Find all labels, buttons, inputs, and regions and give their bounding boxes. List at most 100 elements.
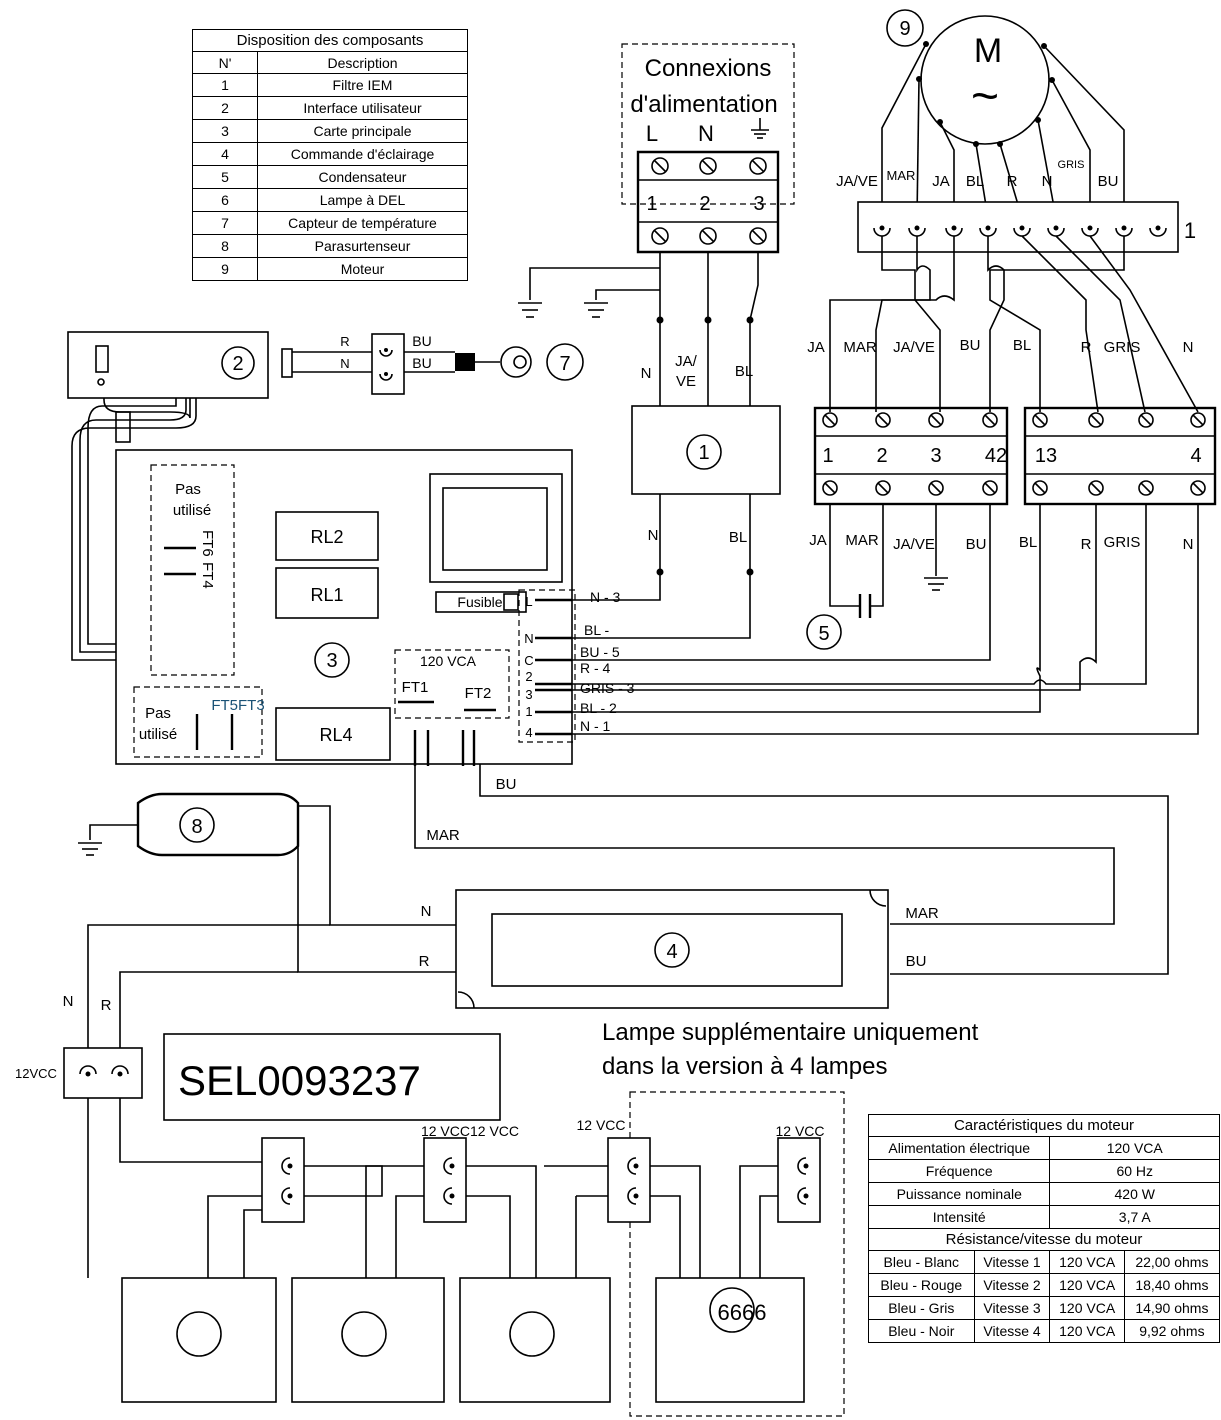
light-bu: BU [906, 953, 927, 970]
part-code: SEL0093237 [178, 1057, 421, 1104]
spec-key: Fréquence [867, 1159, 1051, 1183]
terminal-block-a: 1 2 3 42 [813, 406, 1009, 506]
relay-rl1 [275, 567, 379, 619]
res-ohm: 9,92 ohms [1123, 1319, 1221, 1343]
power-title-1: Connexions [645, 55, 772, 82]
lamp [459, 1277, 611, 1403]
power-wires: N JA/ VE BL [518, 252, 759, 410]
light-control-wires: BU MAR [414, 764, 1169, 975]
capacitor-num: 5 [818, 623, 829, 645]
motor-wire-label: N [1042, 173, 1053, 190]
pin: 4 [525, 725, 532, 740]
motor-tilde-icon: ~ [971, 70, 999, 123]
term-b-num: 4 [1190, 445, 1201, 467]
ft5ft3-label: FT5FT3 [211, 697, 264, 714]
bot-wire-label: N [1183, 536, 1194, 553]
term-a-num: 42 [985, 445, 1007, 467]
capacitor-icon [858, 594, 872, 618]
rl4-label: RL4 [319, 725, 352, 745]
mid-wire-label: BU [960, 337, 981, 354]
res-volt: 120 VCA [1049, 1319, 1125, 1343]
connector-socket-icon [281, 1157, 809, 1205]
surge-num: 8 [191, 816, 202, 838]
pin: 1 [525, 704, 532, 719]
rl1-label: RL1 [310, 585, 343, 605]
sensor-num: 7 [559, 353, 570, 375]
lamp-connector-main [63, 1047, 143, 1099]
pin-header [518, 589, 576, 743]
sensor-body [455, 353, 475, 371]
row-desc: Condensateur [257, 165, 468, 189]
bot-wire-label: GRIS [1104, 534, 1141, 551]
light-n: N [421, 903, 432, 920]
res-volt: 120 VCA [1049, 1273, 1125, 1297]
ground-icon [78, 842, 102, 856]
note-line-1: Lampe supplémentaire uniquement [602, 1019, 979, 1046]
sensor-ring-icon [500, 346, 532, 378]
bot-wire-label: BU [966, 536, 987, 553]
motor-wire-label: MAR [887, 168, 916, 183]
motor-wire-label: BU [1098, 173, 1119, 190]
motor-wire-label: JA [932, 173, 950, 190]
row-no: 2 [192, 96, 258, 120]
filter-in-bl: BL [735, 363, 753, 380]
pin-label: BL - [584, 622, 609, 638]
pin-label: BU - 5 [580, 644, 620, 660]
transformer [429, 473, 563, 583]
motor-wire-label: BL [966, 173, 984, 190]
spec-value: 3,7 A [1049, 1205, 1220, 1229]
vcc-label: 12 VCC [775, 1123, 824, 1139]
res-speed: Vitesse 4 [973, 1319, 1051, 1343]
motor-connector-strip [857, 201, 1179, 253]
surge-protector: 8 [78, 792, 456, 973]
connector-socket-icon [79, 1065, 129, 1077]
light-mar: MAR [905, 905, 939, 922]
bot-wire-label: MAR [845, 532, 879, 549]
spec-value: 60 Hz [1049, 1159, 1220, 1183]
motor-specs-table: Caractéristiques du moteur Alimentation … [867, 1114, 1221, 1343]
ft4-label: FT4 [199, 562, 216, 589]
relay-rl2 [275, 511, 379, 561]
term-b-num: 13 [1035, 445, 1057, 467]
motor-specs-title: Caractéristiques du moteur [868, 1114, 1220, 1137]
ft1-label: FT1 [402, 679, 429, 696]
row-desc: Carte principale [257, 119, 468, 143]
lamp [121, 1277, 277, 1403]
light-mar-top: MAR [426, 827, 460, 844]
pin: C [524, 653, 533, 668]
mid-wire-label: BL [1013, 337, 1031, 354]
mid-wire-label: R [1081, 339, 1092, 356]
light-control: 4 N R MAR BU [87, 889, 939, 1048]
mid-wire-label: MAR [843, 339, 877, 356]
ui-wire-n: N [340, 356, 349, 371]
pin-label: N - 1 [580, 718, 611, 734]
unused2-a: Pas [145, 705, 171, 722]
ground-icon [751, 118, 769, 139]
term-a-num: 1 [822, 445, 833, 467]
mid-wire-label: JA/VE [893, 339, 935, 356]
terminal-bottom-wires: JA MAR JA/VE BU BL R GRIS N 5 [572, 504, 1199, 735]
component-table-title: Disposition des composants [192, 29, 468, 52]
motor-to-terminal-wires: JA MAR JA/VE BU BL R GRIS N [807, 235, 1199, 413]
filter-in-jave-2: VE [676, 373, 696, 390]
row-desc: Interface utilisateur [257, 96, 468, 120]
motor-m: M [974, 32, 1002, 70]
unused1-b: utilisé [173, 502, 211, 519]
power-label-l: L [646, 121, 658, 146]
unused-zone-2 [133, 686, 263, 758]
ground-icon [924, 577, 948, 591]
row-desc: Lampe à DEL [257, 188, 468, 212]
light-bu-top: BU [496, 776, 517, 793]
light-num: 4 [666, 941, 677, 963]
ft6-label: FT6 [199, 530, 216, 557]
row-desc: Commande d'éclairage [257, 142, 468, 166]
power-term-2: 2 [699, 193, 710, 215]
ft2-label: FT2 [465, 685, 492, 702]
ui-wire-r: R [340, 334, 349, 349]
spec-key: Alimentation électrique [867, 1136, 1051, 1160]
lamp-led-icon [176, 1311, 222, 1357]
resistance-title: Résistance/vitesse du moteur [868, 1228, 1220, 1251]
motor-num: 9 [899, 18, 910, 40]
row-desc: Filtre IEM [257, 73, 468, 97]
unused2-b: utilisé [139, 726, 177, 743]
